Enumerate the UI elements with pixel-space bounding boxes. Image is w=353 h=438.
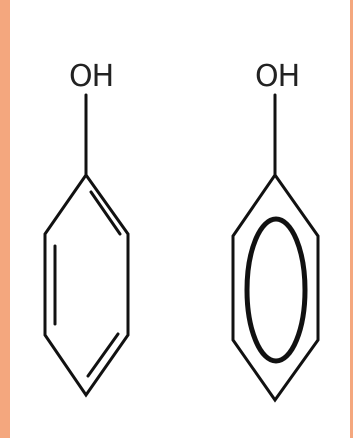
benzene-ring-right — [231, 172, 320, 403]
aromatic-circle — [244, 216, 308, 364]
oh-label-right: OH — [255, 59, 300, 94]
phenol-circle-structure — [231, 93, 320, 403]
phenol-kekule-structure — [43, 93, 130, 398]
double-bond-left-3 — [86, 332, 120, 378]
benzene-ring-left — [43, 172, 130, 398]
double-bond-left-1 — [89, 190, 122, 236]
oh-label-left: OH — [69, 59, 114, 94]
